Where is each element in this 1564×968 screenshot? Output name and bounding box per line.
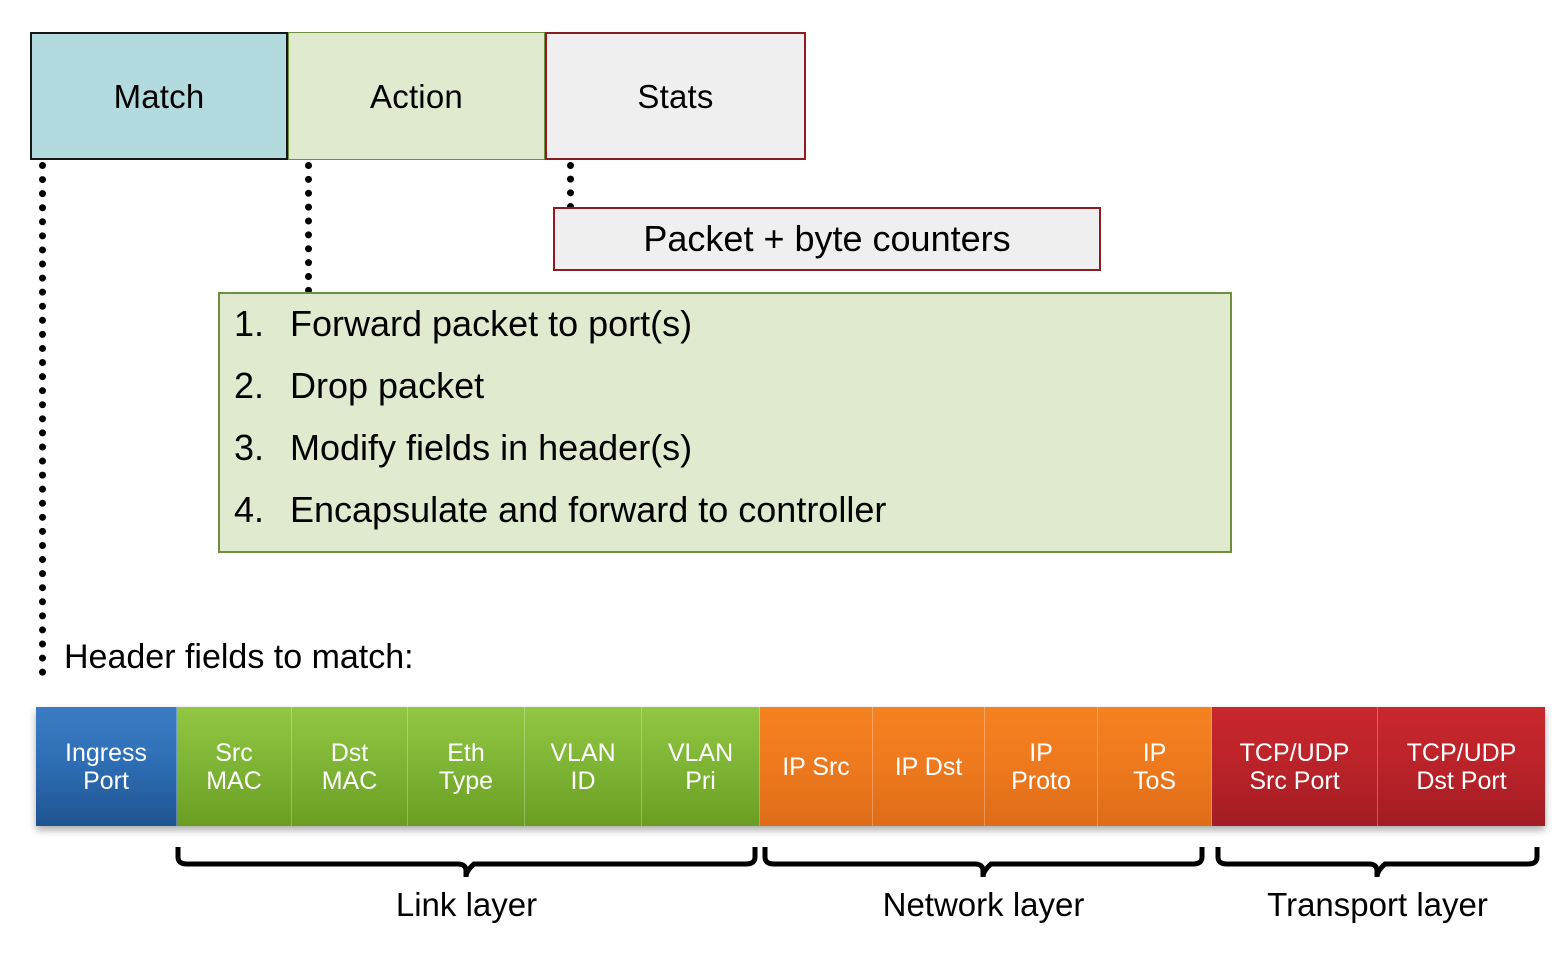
header-field-line2: Dst Port [1416, 766, 1507, 795]
header-field-line1: VLAN [550, 738, 616, 767]
header-fields-strip: Ingress Port Src MAC Dst MAC Eth Type VL… [36, 707, 1545, 826]
header-field-ip-src: IP Src [760, 707, 873, 826]
header-field-line2: Pri [685, 766, 716, 795]
action-list-item: 4. Encapsulate and forward to controller [234, 492, 1230, 554]
brace-link-layer [175, 845, 758, 879]
header-field-line2: Proto [1011, 766, 1071, 795]
action-list-item-number: 1. [234, 303, 265, 344]
header-field-line2: Src Port [1249, 766, 1340, 795]
header-field-line2: Type [438, 766, 494, 795]
header-field-line1: IP [1029, 738, 1053, 767]
header-field-line1: IP Src [782, 752, 850, 781]
header-field-ingress-port: Ingress Port [36, 707, 177, 826]
action-list-item-text: Encapsulate and forward to controller [290, 489, 887, 530]
header-field-ip-proto: IP Proto [985, 707, 1098, 826]
flow-entry-cell-stats-label: Stats [637, 77, 714, 115]
action-list-item: 3. Modify fields in header(s) [234, 430, 1230, 492]
header-field-line2: MAC [321, 766, 378, 795]
header-field-ip-dst: IP Dst [873, 707, 985, 826]
header-field-vlan-id: VLAN ID [525, 707, 642, 826]
brace-transport-layer [1215, 845, 1540, 879]
header-field-src-mac: Src MAC [177, 707, 292, 826]
header-field-line1: Ingress [65, 738, 147, 767]
header-field-tcp-udp-src-port: TCP/UDP Src Port [1212, 707, 1378, 826]
action-list-item: 1. Forward packet to port(s) [234, 306, 1230, 368]
layer-label-link: Link layer [395, 886, 538, 923]
header-field-line1: Eth [447, 738, 485, 767]
action-list-item-number: 2. [234, 365, 265, 406]
stats-callout-text: Packet + byte counters [643, 218, 1011, 259]
header-field-line1: Src [215, 738, 253, 767]
header-field-ip-tos: IP ToS [1098, 707, 1212, 826]
flow-entry-cell-action: Action [288, 32, 545, 160]
header-field-vlan-pri: VLAN Pri [642, 707, 760, 826]
header-field-line1: VLAN [667, 738, 734, 767]
action-list-item-number: 3. [234, 427, 265, 468]
header-field-line1: IP [1142, 738, 1167, 767]
stats-callout-box: Packet + byte counters [553, 207, 1101, 271]
flow-entry-cell-stats: Stats [545, 32, 806, 160]
header-field-line1: TCP/UDP [1406, 738, 1517, 767]
dotted-connector-action [305, 162, 312, 294]
flow-entry-cell-match-label: Match [113, 77, 205, 115]
action-list-item-text: Modify fields in header(s) [290, 427, 693, 468]
flow-entry-cell-match: Match [30, 32, 288, 160]
flow-entry-cell-action-label: Action [370, 77, 463, 115]
layer-label-transport: Transport layer [1267, 886, 1488, 923]
action-list-item-text: Forward packet to port(s) [290, 303, 693, 344]
header-field-eth-type: Eth Type [408, 707, 525, 826]
action-list-item-number: 4. [234, 489, 265, 530]
header-field-tcp-udp-dst-port: TCP/UDP Dst Port [1378, 707, 1545, 826]
dotted-connector-match [39, 162, 46, 676]
header-field-line1: TCP/UDP [1239, 738, 1350, 767]
header-field-dst-mac: Dst MAC [292, 707, 408, 826]
dotted-connector-stats [567, 162, 574, 210]
header-field-line2: Port [83, 766, 129, 795]
header-field-line2: MAC [206, 766, 262, 795]
header-field-line1: Dst [330, 738, 369, 767]
action-list-item: 2. Drop packet [234, 368, 1230, 430]
action-callout-box: 1. Forward packet to port(s) 2. Drop pac… [218, 292, 1232, 553]
action-list-item-text: Drop packet [290, 365, 485, 406]
header-fields-caption: Header fields to match: [64, 638, 414, 676]
header-field-line2: ID [570, 766, 596, 795]
header-field-line2: ToS [1132, 766, 1177, 795]
brace-network-layer [762, 845, 1205, 879]
layer-label-network: Network layer [882, 886, 1085, 923]
header-field-line1: IP Dst [894, 752, 963, 781]
